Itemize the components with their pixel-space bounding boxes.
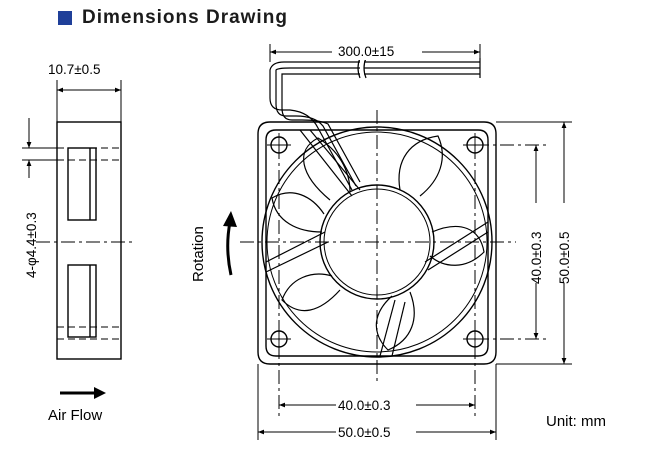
fan-frame xyxy=(257,121,497,365)
side-view-slot-bottom xyxy=(67,264,97,338)
outer-size-vertical-label: 50.0±0.5 xyxy=(557,232,572,284)
air-flow-label: Air Flow xyxy=(48,407,102,424)
unit-label: Unit: mm xyxy=(546,413,606,430)
side-view xyxy=(22,80,136,360)
side-view-frame xyxy=(56,121,122,360)
outer-size-horizontal-label: 50.0±0.5 xyxy=(338,425,390,440)
thickness-label: 10.7±0.5 xyxy=(48,62,100,77)
heading-title: Dimensions Drawing xyxy=(82,7,288,28)
rotation-label: Rotation xyxy=(190,226,207,282)
front-view xyxy=(240,57,546,416)
hole-spacing-vertical-label: 40.0±0.3 xyxy=(529,232,544,284)
hole-spacing-horizontal-label: 40.0±0.3 xyxy=(338,398,390,413)
fan-blades xyxy=(271,135,485,351)
side-view-slot-top xyxy=(67,147,97,221)
heading-square-icon xyxy=(58,11,72,25)
rotation-arrow-icon xyxy=(223,211,237,276)
heading: Dimensions Drawing xyxy=(58,6,288,30)
air-flow-arrow-icon xyxy=(60,387,106,399)
hole-diameter-label: 4-φ4.4±0.3 xyxy=(24,212,39,278)
cable-length-label: 300.0±15 xyxy=(338,44,394,59)
fan-cable xyxy=(269,57,481,191)
